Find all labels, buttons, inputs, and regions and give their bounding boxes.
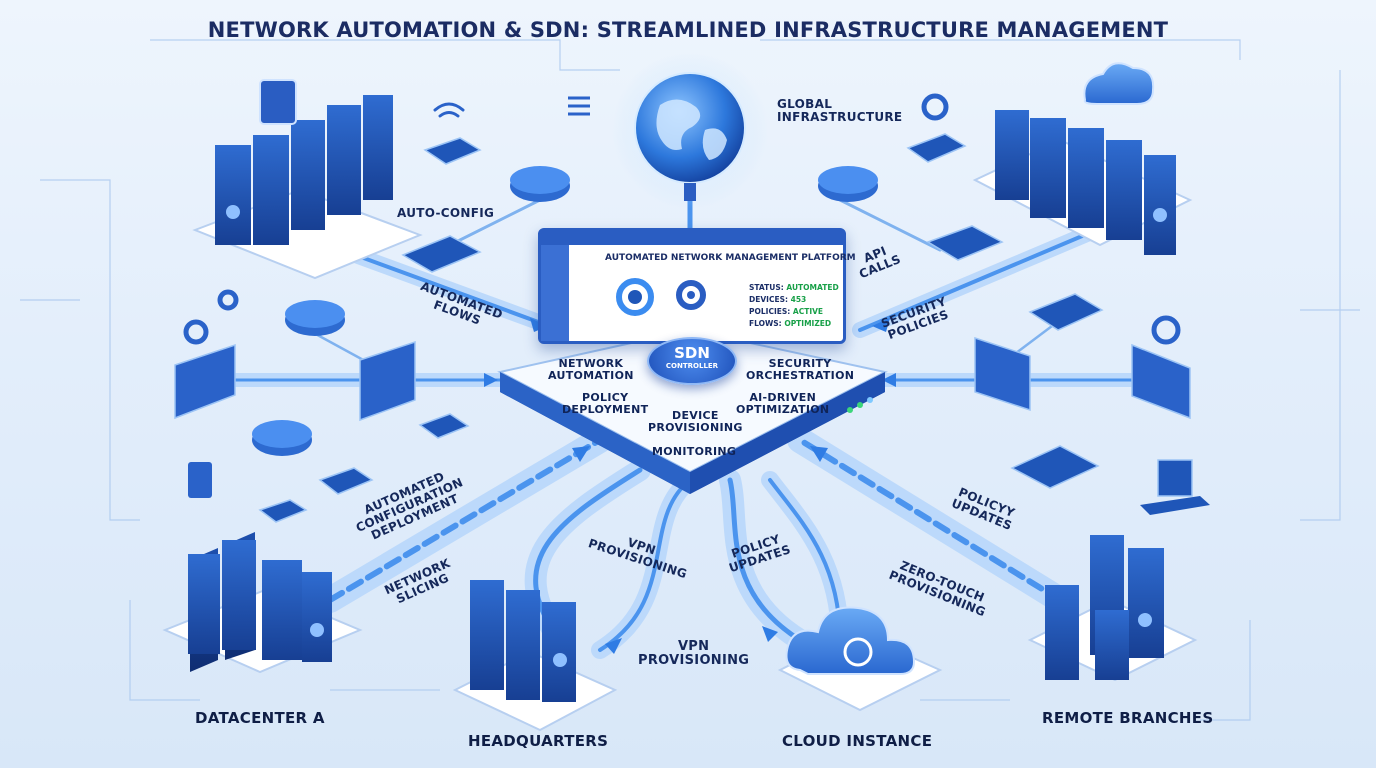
switch-icons — [258, 133, 1104, 523]
page-title: NETWORK AUTOMATION & SDN: STREAMLINED IN… — [207, 18, 1169, 42]
globe-icon — [612, 52, 768, 208]
platform-flows: FLOWS: OPTIMIZED — [749, 319, 832, 328]
firewall-icons — [174, 336, 1191, 422]
menu-icon — [568, 96, 590, 116]
platform-policies: POLICIES: ACTIVE — [749, 307, 824, 316]
flow-paths — [193, 187, 1187, 659]
label-auto-config: AUTO-CONFIG — [397, 206, 495, 220]
site-label-cloud: CLOUD INSTANCE — [782, 732, 933, 750]
fn-policy-deployment: POLICY DEPLOYMENT — [562, 391, 649, 417]
cloud-icon — [777, 606, 943, 712]
label-vpn-provisioning-bottom: VPN PROVISIONING — [638, 639, 750, 669]
wifi-icons — [188, 102, 465, 498]
laptop-icon — [1140, 459, 1210, 515]
management-platform-window: AUTOMATED NETWORK MANAGEMENT PLATFORM ST… — [538, 228, 856, 344]
fn-ai-optimization: AI-DRIVEN OPTIMIZATION — [736, 391, 830, 417]
platform-status: STATUS: AUTOMATED — [749, 283, 839, 292]
server-rack-datacenter — [162, 532, 363, 674]
site-label-branches: REMOTE BRANCHES — [1042, 709, 1214, 727]
platform-dashboard-chart — [616, 278, 706, 316]
platform-devices: DEVICES: 453 — [749, 295, 807, 304]
fn-monitoring: MONITORING — [652, 445, 737, 458]
server-rack-top-right — [972, 62, 1193, 255]
site-label-headquarters: HEADQUARTERS — [468, 732, 609, 750]
gear-icons — [183, 93, 1181, 345]
globe-label: GLOBAL INFRASTRUCTURE — [777, 97, 903, 125]
window-titlebar — [541, 231, 843, 245]
fn-security-orchestration: SECURITY ORCHESTRATION — [746, 357, 855, 383]
server-rack-top-left — [192, 79, 423, 280]
window-sidebar — [541, 245, 569, 341]
fn-device-provisioning: DEVICE PROVISIONING — [648, 409, 743, 435]
server-rack-headquarters — [452, 580, 618, 732]
fn-network-automation: NETWORK AUTOMATION — [548, 357, 634, 383]
server-rack-branches — [1027, 535, 1198, 682]
site-label-datacenter: DATACENTER A — [195, 709, 325, 727]
controller-platform — [497, 328, 888, 494]
sdn-controller: SDN CONTROLLER — [647, 337, 737, 385]
platform-title: AUTOMATED NETWORK MANAGEMENT PLATFORM — [605, 253, 856, 263]
circuit-lines — [20, 39, 1360, 721]
router-icons — [252, 166, 878, 456]
